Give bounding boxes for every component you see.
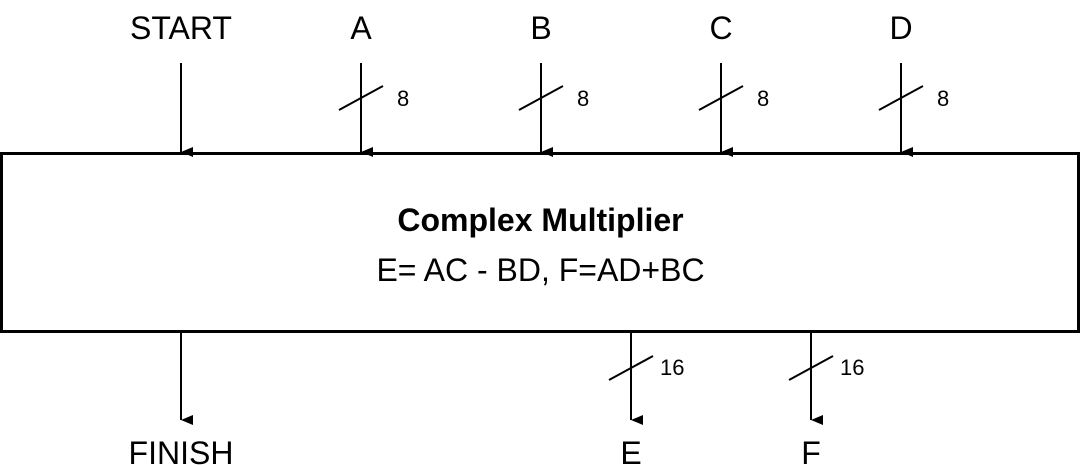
f-label: F bbox=[801, 435, 821, 465]
c-width-label: 8 bbox=[757, 86, 770, 111]
a-bus-slash bbox=[338, 85, 384, 111]
d-width-label: 8 bbox=[937, 86, 950, 111]
block-title: Complex Multiplier bbox=[397, 202, 684, 238]
start-label: START bbox=[130, 10, 232, 46]
a-label: A bbox=[350, 10, 372, 46]
d-label: D bbox=[889, 10, 913, 46]
e-width-label: 16 bbox=[660, 355, 685, 380]
f-width-label: 16 bbox=[840, 355, 865, 380]
e-label: E bbox=[620, 435, 642, 465]
a-width-label: 8 bbox=[397, 86, 410, 111]
block-equations: E= AC - BD, F=AD+BC bbox=[376, 252, 705, 288]
b-label: B bbox=[530, 10, 552, 46]
complex-multiplier-block bbox=[0, 152, 1080, 333]
b-bus-slash bbox=[518, 85, 564, 111]
finish-label: FINISH bbox=[128, 435, 234, 465]
f-bus-slash bbox=[788, 355, 834, 381]
b-width-label: 8 bbox=[577, 86, 590, 111]
d-bus-slash bbox=[878, 85, 924, 111]
c-bus-slash bbox=[698, 85, 744, 111]
c-label: C bbox=[709, 10, 733, 46]
e-bus-slash bbox=[608, 355, 654, 381]
